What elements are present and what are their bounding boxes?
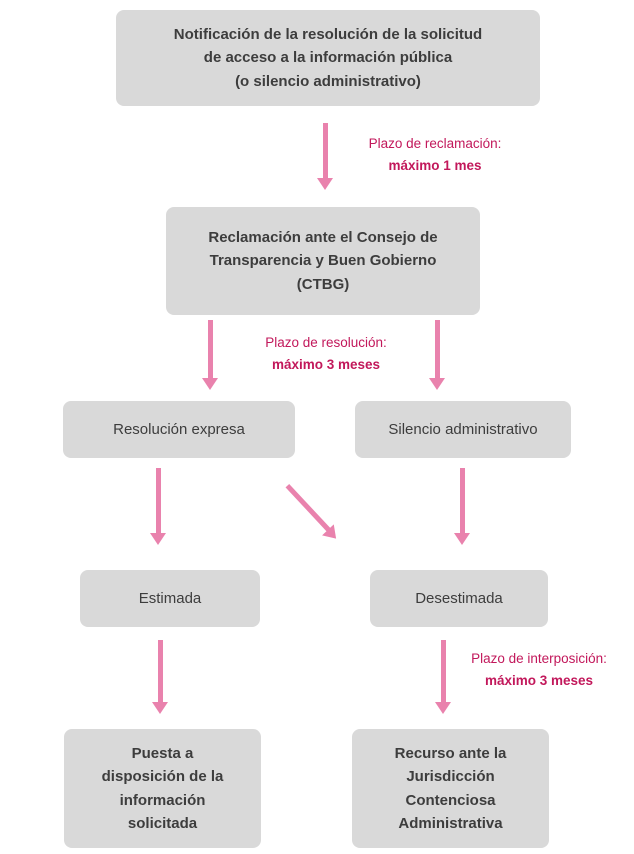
arrow-shaft xyxy=(155,468,161,535)
node-text-line: Estimada xyxy=(138,589,202,607)
node-text-line: disposición de la xyxy=(101,768,224,786)
arrowhead-down-icon xyxy=(152,702,168,714)
node-notification: Notificación de la resolución de la soli… xyxy=(116,10,540,106)
plazo-title: Plazo de interposición: xyxy=(471,651,607,666)
label-plazo-interposicion: Plazo de interposición: máximo 3 meses xyxy=(454,648,624,691)
node-text-line: Resolución expresa xyxy=(113,420,245,438)
node-resolucion-expresa: Resolución expresa xyxy=(63,401,295,458)
arrow-resolucion-to-desestimada xyxy=(281,481,342,545)
node-text-line: de acceso a la información pública xyxy=(203,49,453,67)
arrow-shaft xyxy=(434,320,440,380)
node-silencio-administrativo: Silencio administrativo xyxy=(355,401,571,458)
arrow-estimada-to-puesta xyxy=(152,640,168,714)
arrowhead-down-icon xyxy=(435,702,451,714)
node-text-line: Reclamación ante el Consejo de xyxy=(208,229,438,247)
node-text-line: (CTBG) xyxy=(296,275,350,293)
label-plazo-reclamacion: Plazo de reclamación: máximo 1 mes xyxy=(350,133,520,176)
node-text-line: Notificación de la resolución de la soli… xyxy=(173,26,483,44)
node-text-line: Puesta a xyxy=(131,745,194,762)
arrowhead-down-icon xyxy=(454,533,470,545)
node-puesta-disposicion: Puesta a disposición de la información s… xyxy=(64,729,261,848)
label-plazo-resolucion: Plazo de resolución: máximo 3 meses xyxy=(241,332,411,375)
node-text-line: Desestimada xyxy=(415,589,503,607)
arrow-shaft xyxy=(157,640,163,704)
node-text-line: Recurso ante la xyxy=(394,745,507,762)
node-text-line: solicitada xyxy=(127,814,198,832)
node-estimada: Estimada xyxy=(80,570,260,627)
arrow-shaft xyxy=(207,320,213,380)
arrow-silencio-to-desestimada xyxy=(454,468,470,545)
node-desestimada: Desestimada xyxy=(370,570,548,627)
arrow-shaft xyxy=(322,123,328,180)
arrow-desestimada-to-recurso xyxy=(435,640,451,714)
node-text-line: (o silencio administrativo) xyxy=(235,72,421,90)
arrow-shaft xyxy=(459,468,465,535)
arrow-shaft xyxy=(285,484,332,534)
arrowhead-down-icon xyxy=(202,378,218,390)
arrowhead-down-icon xyxy=(429,378,445,390)
plazo-value: máximo 3 meses xyxy=(484,672,594,688)
arrow-resolucion-to-estimada xyxy=(150,468,166,545)
arrow-reclamacion-to-silencio xyxy=(429,320,445,390)
node-recurso-jurisdiccion: Recurso ante la Jurisdicción Contenciosa… xyxy=(352,729,549,848)
arrow-notification-to-reclamacion xyxy=(317,123,333,190)
arrowhead-down-icon xyxy=(317,178,333,190)
node-text-line: Jurisdicción xyxy=(406,768,495,786)
plazo-value: máximo 1 mes xyxy=(388,157,482,173)
plazo-title: Plazo de reclamación: xyxy=(368,136,502,151)
arrow-reclamacion-to-resolucion-expresa xyxy=(202,320,218,390)
node-text-line: Transparencia y Buen Gobierno xyxy=(209,252,437,270)
node-text-line: Administrativa xyxy=(398,814,503,832)
plazo-value: máximo 3 meses xyxy=(271,356,381,372)
plazo-title: Plazo de resolución: xyxy=(265,335,387,350)
node-reclamacion-ctbg: Reclamación ante el Consejo de Transpare… xyxy=(166,207,480,315)
node-text-line: Silencio administrativo xyxy=(388,420,538,438)
arrowhead-down-icon xyxy=(150,533,166,545)
arrow-shaft xyxy=(440,640,446,704)
node-text-line: información xyxy=(119,791,206,809)
node-text-line: Contenciosa xyxy=(405,791,496,809)
